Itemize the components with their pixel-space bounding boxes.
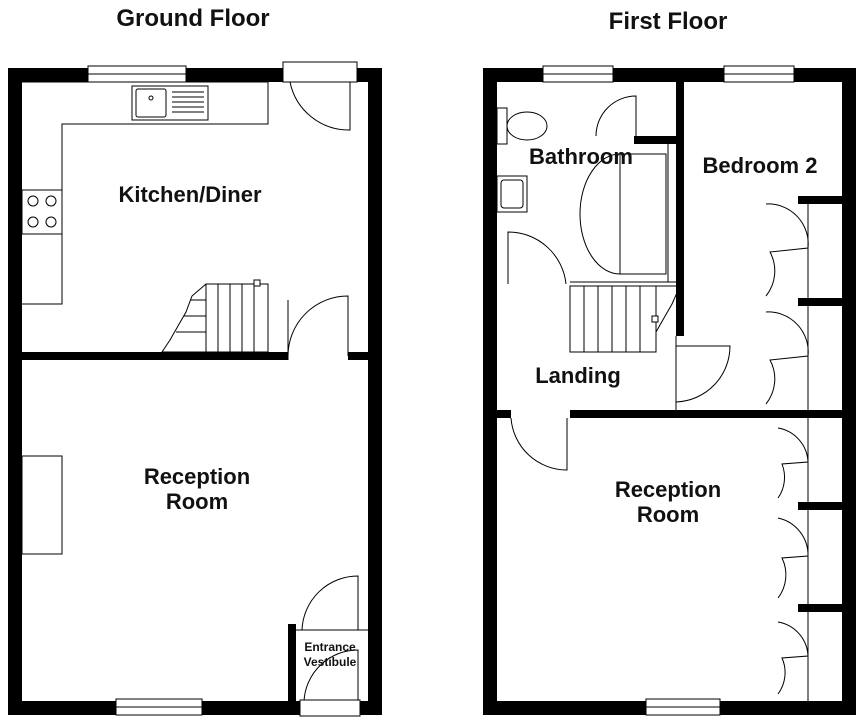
bathroom-door-swing [595, 95, 637, 137]
entrance-label: Entrance [304, 640, 356, 654]
wardrobe-door [777, 621, 809, 695]
front-door-swing [303, 649, 359, 702]
wardrobe-divider [798, 196, 842, 204]
ground-floor-title: Ground Floor [116, 5, 269, 32]
first-floor-plan: First Floor [483, 8, 856, 716]
ground-divider-wall-end [348, 352, 368, 360]
vestibule-wall [288, 624, 296, 715]
wardrobe-door [777, 517, 809, 599]
bathroom-wall [634, 136, 676, 144]
first-floor-title: First Floor [609, 8, 728, 35]
kitchen-worktop [22, 81, 269, 305]
wardrobe-divider [798, 298, 842, 306]
back-door-swing [289, 81, 351, 131]
hob [21, 189, 63, 235]
landing-wall [570, 410, 842, 418]
chimney-breast [21, 455, 63, 555]
vestibule-door-swing [301, 575, 359, 631]
kitchen-diner-label: Kitchen/Diner [118, 182, 261, 207]
bedroom2-label: Bedroom 2 [703, 153, 818, 178]
front-door-opening [299, 699, 361, 717]
first-left-wall [483, 68, 497, 715]
bedroom2-door-swing [675, 345, 731, 403]
wardrobe-divider [798, 604, 842, 612]
landing-label: Landing [535, 363, 621, 388]
door-swing [287, 295, 349, 357]
bedroom2-wall [676, 82, 684, 336]
ground-divider-wall [22, 352, 288, 360]
ground-left-wall [8, 68, 22, 715]
first-right-wall [842, 68, 856, 715]
reception-label: Reception [144, 464, 250, 489]
room-label: Room [637, 502, 699, 527]
back-door-opening [282, 61, 358, 83]
first-floor-stairs [569, 285, 681, 353]
wardrobe-door [765, 311, 809, 405]
wardrobe-door [765, 203, 809, 297]
wardrobe-divider [798, 502, 842, 510]
reception-label: Reception [615, 477, 721, 502]
bathroom-label: Bathroom [529, 144, 633, 169]
ground-stairs [161, 279, 269, 353]
first-top-wall [483, 68, 856, 82]
ground-right-wall [368, 68, 382, 715]
room-label: Room [166, 489, 228, 514]
landing-wall-left [497, 410, 511, 418]
wardrobe-door [777, 427, 809, 499]
ground-floor-plan: Ground Floor [8, 5, 382, 717]
reception-door-swing [510, 417, 568, 471]
landing-door-swing [507, 231, 567, 285]
vestibule-label: Vestibule [304, 655, 357, 669]
toilet [496, 107, 508, 145]
bath [579, 153, 667, 275]
